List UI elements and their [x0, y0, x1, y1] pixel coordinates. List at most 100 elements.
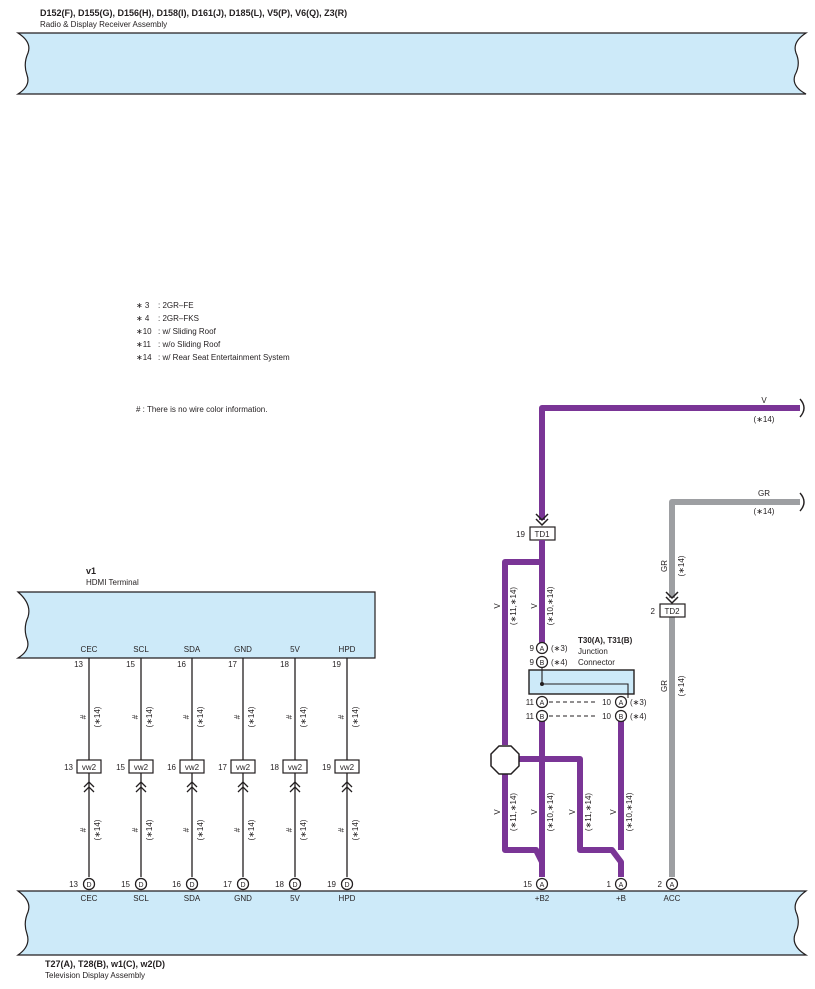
terminal-connector-circle: [614, 877, 628, 891]
terminal-connector-circle: [236, 877, 250, 891]
note-key: ∗ 4: [136, 314, 150, 323]
terminal-connector-letter: A: [670, 882, 675, 889]
td2-connector: TD2 2: [651, 603, 686, 618]
junction-name-line2: Connector: [578, 658, 615, 667]
note-text: : w/ Sliding Roof: [158, 327, 217, 336]
bottom-terminals-right: 15 A +B2 1 A +B 2 A ACC: [523, 877, 681, 903]
hash-note: # : There is no wire color information.: [136, 405, 267, 414]
td2-name: TD2: [664, 607, 680, 616]
junction-pin-circle: [614, 709, 628, 723]
note-key: ∗ 3: [136, 301, 150, 310]
junction-codes: T30(A), T31(B): [578, 636, 633, 645]
junction-pin-circle: [535, 655, 549, 669]
v-wire-left-branch: [502, 559, 542, 745]
hdmi-wire-gnd: GND 17 # (∗14) 17 vw2 # (∗14) 17 D GND: [218, 645, 256, 903]
junction-name-line1: Junction: [578, 647, 608, 656]
terminal-connector-circle: [340, 877, 354, 891]
wire-condition: (∗14): [145, 706, 154, 727]
junction-pin-condition: (∗3): [630, 698, 647, 707]
td2-arrow: [665, 591, 679, 605]
wire-color-tag: #: [182, 714, 191, 719]
bottom-terminals-left: D CEC D SCL D SDA D GND D 5V D HPD: [81, 877, 356, 903]
wire-condition: (∗14): [145, 819, 154, 840]
connector-pin-number: 18: [270, 763, 279, 772]
terminal-connector-circle: [185, 877, 199, 891]
junction-connector: T30(A), T31(B) Junction Connector 9 A (∗…: [526, 636, 647, 723]
junction-pin-number: 11: [526, 698, 535, 707]
junction-pin-letter: A: [540, 646, 545, 653]
note-key: ∗14: [136, 353, 152, 362]
connector-pin-number: 17: [218, 763, 227, 772]
wire-label-cond: (∗11,∗14): [584, 793, 593, 831]
connector-pin-number: 15: [116, 763, 125, 772]
connector-arrow: [83, 781, 95, 793]
wire-label-v: V: [493, 603, 502, 609]
connector-arrow: [135, 781, 147, 793]
td1-connector: TD1 19: [516, 526, 556, 541]
terminal-pin-number: 15: [121, 880, 130, 889]
connector-box: [282, 759, 308, 774]
wire-condition: (∗14): [247, 819, 256, 840]
wire-color-tag: #: [285, 827, 294, 832]
terminal-connector-letter: D: [292, 882, 297, 889]
terminal-connector-letter: D: [344, 882, 349, 889]
wire-label-v: V: [530, 603, 539, 609]
pin-number: 15: [126, 660, 135, 669]
wire-label-cond: (∗14): [677, 555, 686, 576]
terminal-pin-number: 1: [607, 880, 612, 889]
wire-label-v: V: [609, 809, 618, 815]
top-assembly-codes: D152(F), D155(G), D156(H), D158(I), D161…: [40, 8, 347, 18]
connector-name: vw2: [185, 763, 200, 772]
connector-arrow: [289, 781, 301, 793]
terminal-connector-letter: D: [138, 882, 143, 889]
terminal-pin-number: 18: [275, 880, 284, 889]
terminal-connector-circle: [82, 877, 96, 891]
hdmi-wire-scl: SCL 15 # (∗14) 15 vw2 # (∗14) 15 D SCL: [116, 645, 154, 903]
terminal-function-label: GND: [234, 894, 252, 903]
top-assembly-name: Radio & Display Receiver Assembly: [40, 20, 167, 29]
wire-color-tag: #: [131, 714, 140, 719]
junction-pin-letter: B: [540, 660, 545, 667]
connector-box: [334, 759, 360, 774]
violet-wire-labels: V (∗11,∗14) V (∗10,∗14) V (∗11,∗14) V (∗…: [493, 586, 634, 831]
wire-color-tag: #: [131, 827, 140, 832]
note-key: ∗10: [136, 327, 152, 336]
terminal-pin-number: 17: [223, 880, 232, 889]
note-text: : w/o Sliding Roof: [158, 340, 221, 349]
connector-name: vw2: [82, 763, 97, 772]
hdmi-wire-hpd: HPD 19 # (∗14) 19 vw2 # (∗14) 19 D HPD: [322, 645, 360, 903]
terminal-connector-circle: [535, 877, 549, 891]
pin-function-label: HPD: [339, 645, 356, 654]
junction-pin-letter: A: [540, 700, 545, 707]
connector-box: [230, 759, 256, 774]
junction-pin-number: 10: [602, 698, 611, 707]
pin-number: 18: [280, 660, 289, 669]
condition-notes: ∗ 3 : 2GR–FE ∗ 4 : 2GR–FKS ∗10 : w/ Slid…: [136, 301, 290, 362]
wire-label-gr: GR: [660, 680, 669, 692]
junction-pin-number: 9: [530, 658, 535, 667]
wire-color-tag: #: [79, 714, 88, 719]
terminal-pin-number: 16: [172, 880, 181, 889]
hdmi-wire-sda: SDA 16 # (∗14) 16 vw2 # (∗14) 16 D SDA: [167, 645, 205, 903]
connector-name: vw2: [340, 763, 355, 772]
wire-label-cond: (∗11,∗14): [509, 793, 518, 831]
terminal-function-label: +B: [616, 894, 626, 903]
pin-function-label: SDA: [184, 645, 201, 654]
hdmi-terminal-name: HDMI Terminal: [86, 578, 139, 587]
terminal-connector-circle: [134, 877, 148, 891]
wire-condition: (∗14): [196, 706, 205, 727]
terminal-function-label: ACC: [664, 894, 681, 903]
junction-pin-circle: [535, 695, 549, 709]
wire-label-cond: (∗10,∗14): [625, 792, 634, 831]
terminal-connector-letter: D: [240, 882, 245, 889]
terminal-function-label: +B2: [535, 894, 550, 903]
wire-label-gr: GR: [660, 560, 669, 572]
connector-name: vw2: [236, 763, 251, 772]
wire-color-tag: #: [233, 714, 242, 719]
junction-pin-letter: B: [540, 714, 545, 721]
junction-pin-letter: A: [619, 700, 624, 707]
v-wire-splice-branch: [518, 756, 624, 877]
gr-wire-break: [799, 492, 805, 512]
wire-label-cond: (∗11,∗14): [509, 587, 518, 625]
